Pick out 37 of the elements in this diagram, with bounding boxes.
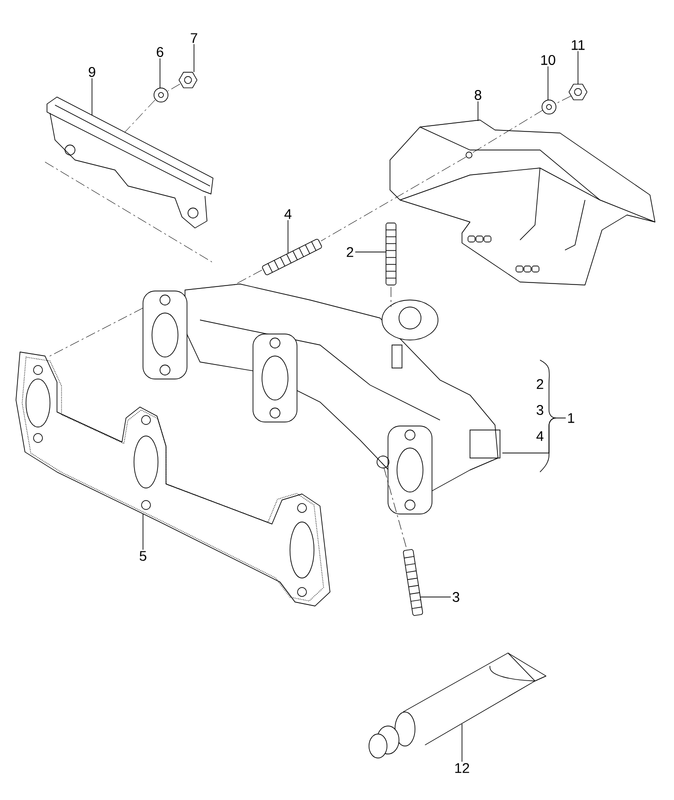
washer-drawing xyxy=(542,100,556,114)
callout-number: 4 xyxy=(284,209,292,219)
callout-number: 1 xyxy=(568,413,574,423)
callout-number: 7 xyxy=(190,33,198,43)
stud-drawing xyxy=(402,549,423,616)
stud-drawing xyxy=(386,222,396,286)
gasket-drawing xyxy=(16,352,330,606)
nut-drawing xyxy=(568,84,588,100)
callout-number: 6 xyxy=(156,47,164,57)
part-number: 4 xyxy=(536,431,544,441)
center-line xyxy=(472,110,544,154)
stud-drawing xyxy=(262,238,322,276)
callout-number: 10 xyxy=(541,55,556,65)
center-line xyxy=(48,308,144,358)
center-line xyxy=(168,84,180,92)
callout-number: 11 xyxy=(572,40,585,50)
exhaust-manifold-drawing xyxy=(142,284,500,514)
callout-number: 8 xyxy=(474,90,482,100)
center-line xyxy=(234,270,262,286)
heat-shield-drawing xyxy=(390,120,656,286)
callout-number: 2 xyxy=(346,247,354,257)
callout-number: 12 xyxy=(455,763,470,773)
washer-drawing xyxy=(154,88,168,102)
nut-drawing xyxy=(178,72,198,88)
callout-number: 3 xyxy=(452,592,460,602)
sealant-tube-drawing xyxy=(368,652,546,758)
center-line xyxy=(384,468,408,550)
center-line xyxy=(320,156,466,242)
center-line xyxy=(390,286,392,308)
part-number: 2 xyxy=(536,379,544,389)
center-line xyxy=(554,96,572,104)
callout-number: 9 xyxy=(88,67,96,77)
callout-number: 5 xyxy=(140,551,146,561)
leader-line xyxy=(502,418,566,454)
center-line xyxy=(124,100,156,132)
part-number: 3 xyxy=(536,405,544,415)
heat-shield-strip-drawing xyxy=(46,96,214,228)
